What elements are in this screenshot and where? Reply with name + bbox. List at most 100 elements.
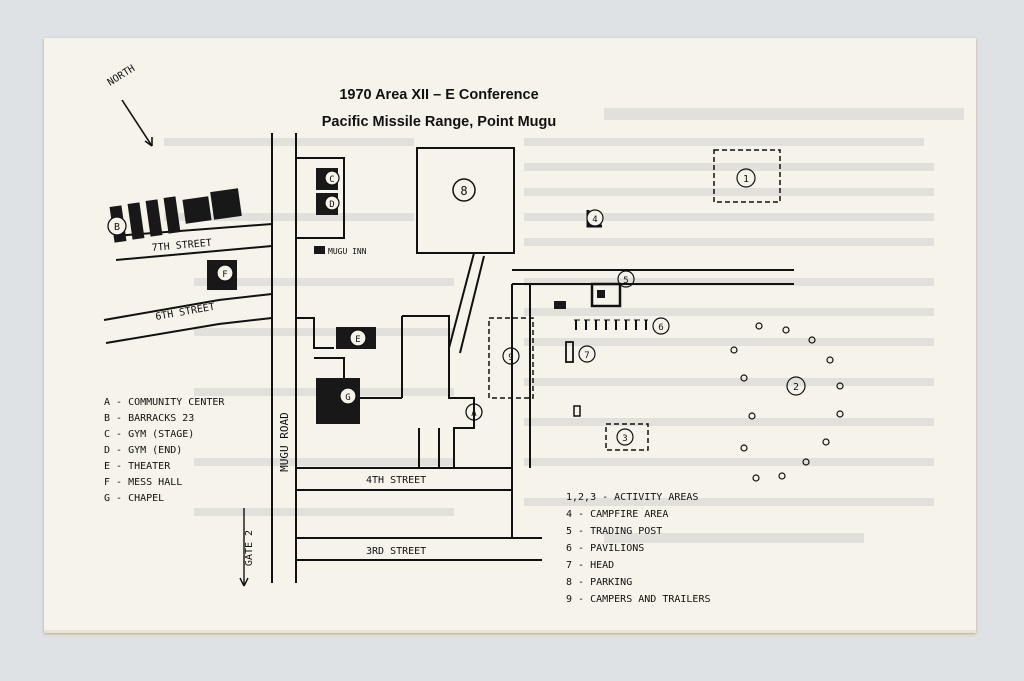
building-c-d-gym: C D — [316, 168, 340, 215]
area-9-marker — [502, 347, 520, 365]
building-g-marker — [339, 387, 357, 405]
road-network — [103, 133, 794, 583]
area-7-marker — [578, 345, 596, 363]
area-4-marker — [586, 209, 604, 227]
area-8-parking: 8 — [416, 147, 515, 254]
legend-item-g: G - CHAPEL — [104, 493, 164, 504]
north-arrow: NORTH — [106, 63, 153, 147]
building-b-marker — [107, 216, 127, 236]
area-3-activity: 3 — [605, 423, 649, 451]
arrow-head-icon — [144, 137, 153, 147]
area-3-outline — [605, 423, 649, 451]
trading-post-detail — [597, 290, 605, 298]
building-c-label: C — [329, 175, 334, 185]
legend-item-head: 7 - HEAD — [566, 560, 614, 571]
area-6-marker — [652, 317, 670, 335]
legend-buildings: A - COMMUNITY CENTER B - BARRACKS 23 C -… — [104, 397, 225, 504]
pavilion-marks — [575, 320, 647, 330]
mugu-inn-block — [314, 246, 325, 254]
road-to-a — [418, 428, 440, 468]
central-road-west — [296, 317, 334, 349]
mugu-inn-label: MUGU INN — [328, 247, 367, 256]
barracks-block — [145, 199, 163, 237]
area-9-outline — [488, 317, 534, 399]
trading-post-block — [590, 282, 622, 308]
building-e-theater: E — [336, 327, 376, 349]
legend-item-e: E - THEATER — [104, 461, 171, 472]
area-1-marker — [736, 168, 756, 188]
legend-item-pavilions: 6 - PAVILIONS — [566, 543, 644, 554]
fourth-street-label: 4TH STREET — [366, 475, 426, 486]
area-2-activity: 2 — [730, 322, 844, 482]
building-f-label: F — [222, 270, 227, 280]
area-1-label: 1 — [743, 174, 749, 185]
top-road-outline — [296, 157, 345, 239]
building-f-marker — [216, 264, 234, 282]
legend-item-a: A - COMMUNITY CENTER — [104, 397, 225, 408]
area-5-trading-post: 5 — [554, 270, 635, 309]
area-8-marker — [452, 178, 476, 202]
area-2-label: 2 — [793, 382, 799, 393]
building-f-mess-hall: F — [207, 260, 237, 290]
building-e-marker — [349, 329, 367, 347]
down-arrow-icon — [239, 577, 249, 587]
seventh-street-label: 7TH STREET — [151, 238, 212, 254]
building-a-community-center: A — [465, 403, 483, 421]
area-6-pavilions: 6 — [574, 317, 670, 335]
parking-access-road-left — [448, 252, 475, 349]
area-9-label: 9 — [508, 353, 513, 363]
central-block-outline — [402, 315, 475, 468]
parking-access-road-right — [459, 255, 485, 354]
building-d-marker — [324, 195, 340, 211]
head-block — [565, 341, 574, 363]
building-b-label: B — [114, 222, 120, 233]
area-4-campfire: 4 — [586, 209, 604, 228]
building-a-label: A — [471, 409, 477, 419]
legend-item-campers: 9 - CAMPERS AND TRAILERS — [566, 594, 711, 605]
area-5-label: 5 — [623, 276, 628, 286]
point-mugu-map: 1970 Area XII – E Conference Pacific Mis… — [103, 63, 964, 605]
barracks-block — [127, 202, 145, 240]
area-1-outline — [713, 149, 781, 203]
area-4-label: 4 — [592, 215, 597, 225]
building-a-marker — [465, 403, 483, 421]
area-2-dot-ring — [730, 322, 844, 482]
map-title-line1: 1970 Area XII – E Conference — [339, 87, 538, 103]
conference-map-card: 1970 Area XII – E Conference Pacific Mis… — [44, 38, 976, 633]
seventh-street-south-edge — [115, 245, 273, 261]
mugu-road-label: MUGU ROAD — [278, 412, 291, 472]
trading-post-annex — [554, 301, 566, 309]
small-structure — [573, 405, 581, 417]
sixth-street-north-edge — [103, 293, 273, 321]
area-6-label: 6 — [658, 323, 663, 333]
map-title-line2: Pacific Missile Range, Point Mugu — [322, 114, 556, 130]
area-1-activity: 1 — [713, 149, 781, 203]
legend-item-trading-post: 5 - TRADING POST — [566, 526, 662, 537]
legend-item-f: F - MESS HALL — [104, 477, 182, 488]
north-arrow-shaft — [121, 99, 153, 147]
mugu-inn: MUGU INN — [314, 246, 367, 256]
area-3-label: 3 — [622, 434, 627, 444]
area-3-marker — [616, 428, 634, 446]
barracks-block — [182, 196, 212, 224]
barracks-block — [163, 196, 181, 234]
north-label: NORTH — [106, 63, 137, 88]
area-9-campers: 9 — [488, 317, 534, 399]
sixth-street-label: 6TH STREET — [155, 302, 216, 323]
area-8-label: 8 — [460, 184, 467, 198]
area-7-label: 7 — [584, 351, 589, 361]
sixth-street-south-edge — [105, 317, 273, 344]
legend-item-campfire: 4 - CAMPFIRE AREA — [566, 509, 668, 520]
area-5-marker — [617, 270, 635, 288]
legend-item-activity-areas: 1,2,3 - ACTIVITY AREAS — [566, 492, 698, 503]
legend-item-c: C - GYM (STAGE) — [104, 429, 194, 440]
gate-2-label: GATE 2 — [244, 530, 255, 566]
bleed-through-text — [164, 108, 964, 543]
legend-item-d: D - GYM (END) — [104, 445, 182, 456]
building-b-barracks: B — [107, 188, 242, 243]
legend-areas: 1,2,3 - ACTIVITY AREAS 4 - CAMPFIRE AREA… — [566, 492, 711, 605]
third-street-label: 3RD STREET — [366, 546, 426, 557]
building-g-label: G — [345, 393, 350, 403]
building-d-label: D — [329, 200, 334, 210]
